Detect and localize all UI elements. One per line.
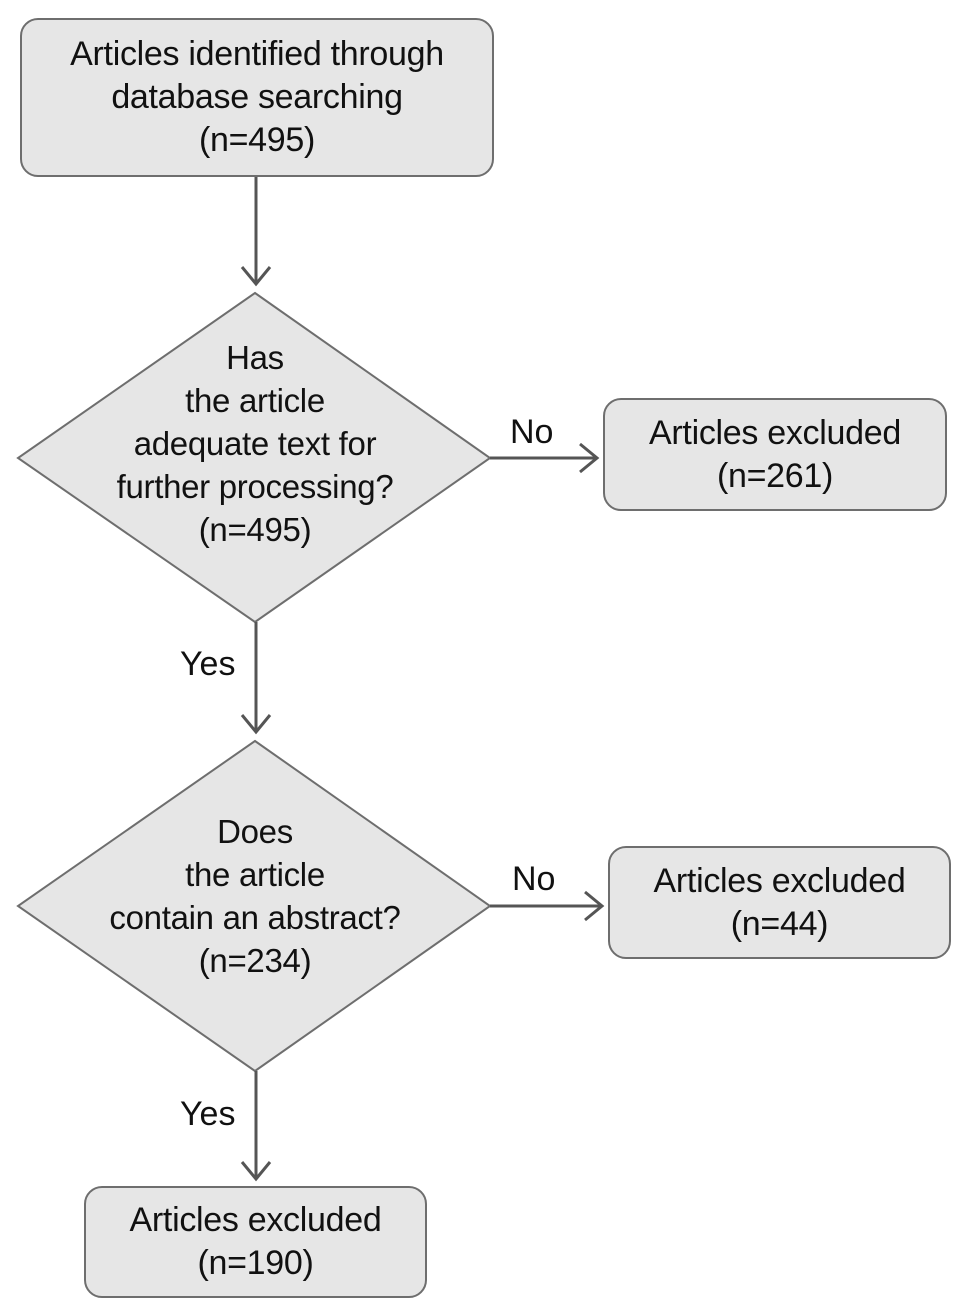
arrowhead-start-to-decision-1 (240, 266, 272, 287)
decision-1-line-3: adequate text for (133, 424, 377, 462)
decision-1-yes-label: Yes (180, 645, 236, 683)
decision-2-text: Does the article contain an abstract? (n… (60, 806, 450, 986)
arrowhead-decision-1-no (579, 442, 600, 474)
decision-1-line-4: further processing? (116, 467, 394, 505)
start-box: Articles identified through database sea… (20, 18, 494, 177)
final-box: Articles excluded (n=190) (84, 1186, 427, 1298)
decision-1-text: Has the article adequate text for furthe… (60, 330, 450, 556)
decision-2-line-1: Does (217, 813, 293, 850)
decision-2-line-4: (n=234) (198, 942, 312, 979)
decision-2-no-label: No (512, 860, 556, 898)
decision-1-line-5: (n=495) (198, 510, 312, 548)
decision-2-line-3: contain an abstract? (109, 899, 401, 936)
excluded-2-line-2: (n=44) (730, 904, 829, 943)
excluded-1-line-1: Articles excluded (649, 413, 901, 452)
decision-1-line-2: the article (185, 381, 325, 419)
decision-1-no-label: No (510, 413, 554, 451)
final-box-line-2: (n=190) (197, 1244, 314, 1282)
excluded-2-box: Articles excluded (n=44) (608, 846, 951, 959)
decision-2-line-2: the article (185, 856, 325, 893)
arrowhead-decision-2-yes (240, 1161, 272, 1182)
excluded-1-line-2: (n=261) (716, 456, 834, 495)
start-box-line-3: (n=495) (198, 121, 316, 159)
decision-2-yes-label: Yes (180, 1095, 236, 1133)
final-box-line-1: Articles excluded (129, 1201, 382, 1239)
start-box-line-1: Articles identified through (70, 35, 444, 73)
start-box-line-2: database searching (111, 78, 403, 116)
arrowhead-decision-2-no (584, 890, 605, 922)
excluded-1-box: Articles excluded (n=261) (603, 398, 947, 511)
arrowhead-decision-1-yes (240, 714, 272, 735)
decision-1-line-1: Has (226, 338, 284, 376)
excluded-2-line-1: Articles excluded (653, 861, 906, 900)
